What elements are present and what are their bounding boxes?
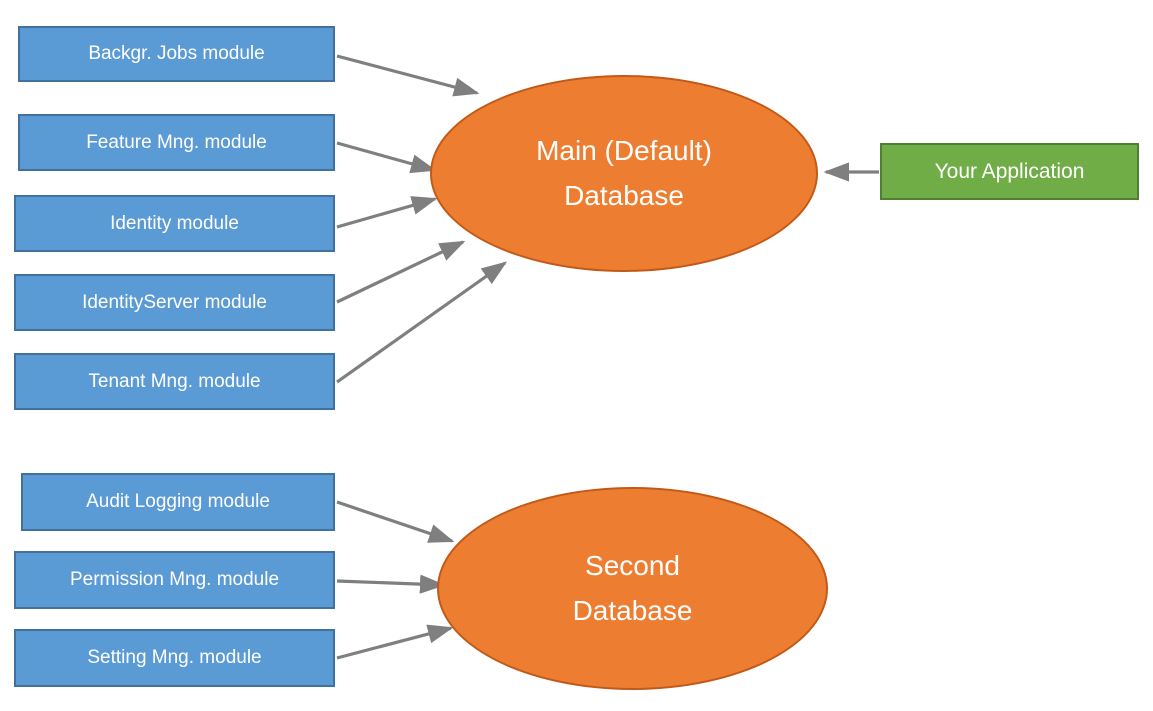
main-database-label-line1: Main (Default) — [536, 135, 712, 167]
module-box-backgr-jobs[interactable]: Backgr. Jobs module — [18, 26, 335, 82]
connector-permission-mng-to-second-db — [336, 574, 446, 594]
module-label: Tenant Mng. module — [88, 370, 261, 392]
module-box-identityserver[interactable]: IdentityServer module — [14, 274, 335, 331]
connector-feature-mng-to-main-db — [336, 141, 437, 174]
your-application-label: Your Application — [934, 159, 1085, 183]
main-database-label-line2: Database — [564, 179, 684, 211]
second-database-label-line2: Database — [572, 594, 693, 626]
module-box-feature-mng[interactable]: Feature Mng. module — [18, 114, 335, 171]
module-box-identity[interactable]: Identity module — [14, 195, 335, 252]
module-label: Audit Logging module — [86, 491, 270, 513]
module-label: Identity module — [110, 212, 239, 234]
connector-setting-mng-to-second-db — [336, 624, 454, 660]
module-box-tenant-mng[interactable]: Tenant Mng. module — [14, 353, 335, 410]
connector-identityserver-to-main-db — [336, 240, 466, 304]
module-box-audit-logging[interactable]: Audit Logging module — [21, 473, 335, 531]
second-database-ellipse[interactable]: Second Database — [437, 487, 828, 690]
connector-backgr-jobs-to-main-db — [336, 54, 480, 97]
module-label: Feature Mng. module — [86, 131, 267, 153]
module-box-setting-mng[interactable]: Setting Mng. module — [14, 629, 335, 687]
connector-tenant-mng-to-main-db — [336, 261, 508, 384]
module-label: Setting Mng. module — [87, 647, 262, 669]
module-box-permission-mng[interactable]: Permission Mng. module — [14, 551, 335, 609]
module-label: Backgr. Jobs module — [88, 43, 265, 65]
module-label: Permission Mng. module — [69, 569, 280, 591]
connector-identity-to-main-db — [336, 196, 438, 229]
main-database-ellipse[interactable]: Main (Default) Database — [430, 75, 818, 272]
your-application-box[interactable]: Your Application — [880, 143, 1139, 200]
connector-audit-logging-to-second-db — [336, 500, 455, 543]
second-database-label-line1: Second — [585, 550, 680, 582]
module-label: IdentityServer module — [82, 291, 267, 313]
